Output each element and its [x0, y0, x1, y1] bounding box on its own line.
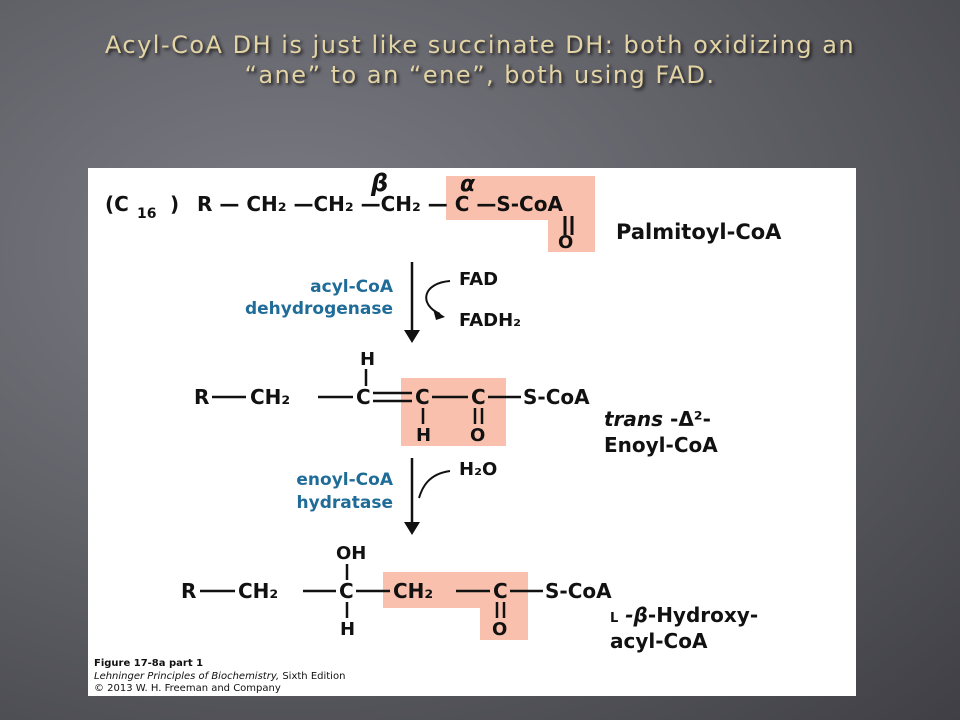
fad-label: FAD [459, 269, 498, 290]
c16-label-close: ) [170, 192, 179, 216]
fad-curved-arrow-head [433, 309, 445, 320]
water-label: H₂O [459, 459, 497, 480]
slide-title: Acyl-CoA DH is just like succinate DH: b… [40, 30, 920, 90]
acyl-coa-dh-enzyme-line1: acyl-CoA [310, 277, 394, 297]
hydroxy-carbonyl-oxygen: O [492, 619, 507, 640]
enoyl-c1: C [356, 385, 371, 409]
hydratase-enzyme-line1: enoyl-CoA [296, 470, 393, 490]
fadh2-label: FADH₂ [459, 310, 521, 331]
carbonyl-oxygen-1: O [558, 232, 573, 253]
alpha-label: α [460, 172, 476, 197]
enoyl-c2: C [415, 385, 430, 409]
hydroxy-oh: OH [336, 543, 366, 564]
hydratase-enzyme-line2: hydratase [297, 493, 393, 513]
enoyl-r: R [194, 385, 209, 409]
enoyl-ch2: CH₂ [250, 385, 290, 409]
alpha-carbonyl-highlight [446, 176, 595, 252]
water-curved-arrow [418, 470, 451, 499]
hydroxy-c1: C [339, 579, 354, 603]
enoyl-coa-name-line1: trans -Δ²- [604, 407, 711, 431]
caption-source: Lehninger Principles of Biochemistry, Si… [94, 671, 345, 682]
hydroxy-ch2-a: CH₂ [238, 579, 278, 603]
fad-curved-arrow [425, 280, 451, 315]
double-bond-highlight [401, 378, 506, 446]
acyl-coa-dh-enzyme-line2: dehydrogenase [245, 299, 393, 319]
c16-label-sub: 16 [137, 206, 156, 222]
enoyl-h-bottom: H [416, 425, 431, 446]
reaction-figure: β α (C 16 ) R — CH₂ —CH₂ —CH₂ — C —S-CoA… [88, 168, 856, 696]
slide-title-line-1: Acyl-CoA DH is just like succinate DH: b… [104, 31, 856, 59]
enoyl-c3: C [471, 385, 486, 409]
hydroxy-h: H [340, 619, 355, 640]
hydroxyacyl-coa-name-line2: acyl-CoA [610, 629, 708, 653]
reaction-diagram: β α (C 16 ) R — CH₂ —CH₂ —CH₂ — C —S-CoA… [94, 169, 782, 694]
hydroxy-highlight [383, 572, 528, 640]
enoyl-carbonyl-oxygen: O [470, 425, 485, 446]
slide-title-line-2: “ane” to an “ene”, both using FAD. [244, 61, 716, 89]
enoyl-h-top: H [360, 349, 375, 370]
hydroxy-scoa: S-CoA [545, 579, 612, 603]
caption-copyright: © 2013 W. H. Freeman and Company [94, 683, 281, 694]
reaction-arrow-2-head [404, 522, 420, 535]
c16-label-open: (C [105, 192, 129, 216]
beta-label: β [370, 169, 388, 197]
reaction-arrow-1-head [404, 330, 420, 343]
caption-figure-number: Figure 17-8a part 1 [94, 658, 203, 669]
palmitoyl-coa-name: Palmitoyl-CoA [616, 220, 782, 244]
enoyl-scoa: S-CoA [523, 385, 590, 409]
hydroxy-c2: C [493, 579, 508, 603]
enoyl-coa-name-line2: Enoyl-CoA [604, 433, 718, 457]
hydroxyacyl-coa-name-line1: L -β-Hydroxy- [610, 603, 758, 627]
hydroxy-ch2-b: CH₂ [393, 579, 433, 603]
palmitoyl-chain: R — CH₂ —CH₂ —CH₂ — C —S-CoA [197, 192, 563, 216]
hydroxy-r: R [181, 579, 196, 603]
